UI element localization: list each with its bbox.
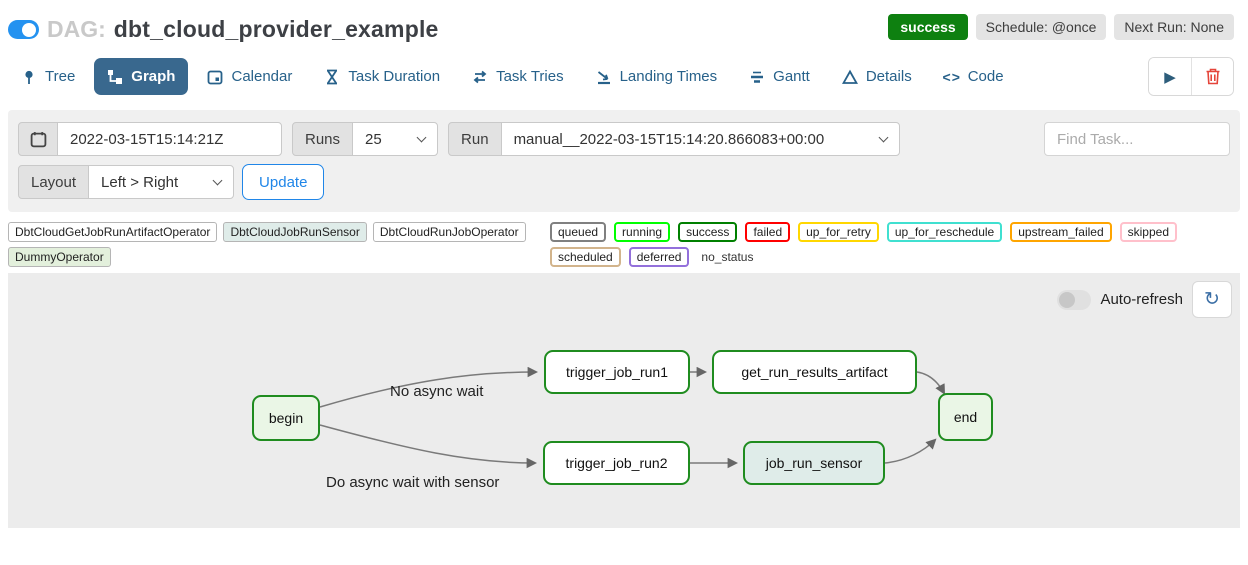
tab-code[interactable]: <> Code	[931, 58, 1017, 95]
find-task-input[interactable]	[1044, 122, 1230, 156]
tree-icon	[21, 69, 37, 85]
status-legend-badge: skipped	[1119, 222, 1177, 242]
status-legend-badge: upstream_failed	[1010, 222, 1112, 242]
layout-select[interactable]: Left > Right	[88, 165, 235, 199]
graph-icon	[107, 69, 123, 85]
status-legend-badge: scheduled	[550, 247, 621, 267]
status-legend-badge: success	[678, 222, 738, 242]
tab-details[interactable]: Details	[829, 58, 925, 95]
tab-label: Tree	[45, 68, 76, 85]
runs-label: Runs	[292, 122, 354, 156]
run-select[interactable]: manual__2022-03-15T15:14:20.866083+00:00	[500, 122, 900, 156]
page-title: dbt_cloud_provider_example	[113, 16, 439, 42]
trigger-dag-button[interactable]: ▶	[1149, 58, 1191, 95]
edge-begin-run1	[319, 366, 539, 408]
tab-label: Gantt	[773, 68, 810, 85]
tab-label: Task Duration	[348, 68, 441, 85]
runs-value: 25	[365, 130, 382, 148]
task-node-trigger-job-run2[interactable]: trigger_job_run2	[543, 441, 690, 485]
refresh-button[interactable]: ↻	[1192, 281, 1232, 318]
task-node-get-run-results-artifact[interactable]: get_run_results_artifact	[712, 350, 917, 394]
chevron-down-icon	[416, 132, 427, 142]
refresh-icon: ↻	[1204, 289, 1220, 310]
toggle-knob	[1059, 291, 1076, 308]
tab-label: Calendar	[231, 68, 293, 85]
tab-landing-times[interactable]: Landing Times	[583, 58, 731, 95]
task-node-end[interactable]: end	[938, 393, 993, 441]
filter-panel: 2022-03-15T15:14:21Z Runs 25 Run manual_…	[8, 110, 1240, 212]
repeat-icon	[472, 69, 488, 85]
legend: DbtCloudGetJobRunArtifactOperator DbtClo…	[8, 222, 1240, 267]
layout-value: Left > Right	[101, 173, 179, 191]
update-button[interactable]: Update	[242, 164, 325, 200]
gantt-icon	[749, 69, 765, 85]
nav-row: Tree Graph Calendar Task Duration Task T…	[0, 49, 1248, 104]
status-legend-badge: up_for_retry	[798, 222, 879, 242]
calendar-icon	[207, 69, 223, 85]
status-legend-badge: running	[614, 222, 671, 242]
delete-dag-button[interactable]	[1191, 58, 1233, 95]
trash-icon	[1206, 68, 1219, 85]
details-icon	[841, 69, 858, 85]
status-legend-badge: failed	[745, 222, 791, 242]
auto-refresh-toggle[interactable]	[1057, 289, 1092, 310]
operator-badge: DummyOperator	[8, 247, 111, 267]
tab-calendar[interactable]: Calendar	[194, 58, 305, 95]
edge-artifact-end	[916, 371, 946, 395]
base-date-input[interactable]: 2022-03-15T15:14:21Z	[57, 122, 282, 156]
status-badge: success	[888, 13, 968, 40]
dag-edges	[319, 366, 946, 469]
tab-graph[interactable]: Graph	[94, 58, 189, 95]
operator-badge: DbtCloudGetJobRunArtifactOperator	[8, 222, 218, 242]
operator-legend: DbtCloudGetJobRunArtifactOperator DbtClo…	[8, 222, 550, 267]
edge-label: Do async wait with sensor	[326, 474, 500, 491]
hourglass-icon	[324, 69, 340, 85]
dag-header: DAG: dbt_cloud_provider_example success …	[0, 0, 1248, 49]
tab-task-duration[interactable]: Task Duration	[311, 58, 453, 95]
tab-task-tries[interactable]: Task Tries	[459, 58, 577, 95]
tab-label: Task Tries	[496, 68, 564, 85]
plane-landing-icon	[596, 69, 612, 85]
dag-action-buttons: ▶	[1148, 57, 1234, 96]
tab-tree[interactable]: Tree	[8, 58, 88, 95]
chevron-down-icon	[878, 132, 889, 142]
tab-label: Landing Times	[619, 68, 718, 85]
operator-badge: DbtCloudRunJobOperator	[372, 222, 526, 242]
play-icon: ▶	[1164, 68, 1176, 86]
auto-refresh-control: Auto-refresh ↻	[1057, 281, 1232, 318]
status-legend: queued running success failed up_for_ret…	[550, 222, 1240, 267]
schedule-badge: Schedule: @once	[975, 13, 1107, 40]
dag-pause-toggle[interactable]	[8, 20, 39, 39]
run-label: Run	[448, 122, 502, 156]
status-legend-badge: queued	[550, 222, 607, 242]
chevron-down-icon	[212, 175, 223, 185]
edge-sensor-end	[884, 438, 937, 464]
run-value: manual__2022-03-15T15:14:20.866083+00:00	[513, 130, 825, 148]
tab-label: Graph	[131, 68, 176, 85]
edge-begin-run2	[319, 424, 538, 469]
operator-badge: DbtCloudJobRunSensor	[223, 222, 367, 242]
code-icon: <>	[942, 68, 961, 85]
base-date-calendar-button[interactable]	[18, 122, 58, 156]
next-run-badge: Next Run: None	[1114, 13, 1234, 40]
task-node-job-run-sensor[interactable]: job_run_sensor	[743, 441, 885, 485]
status-legend-badge: deferred	[628, 247, 690, 267]
view-tabs: Tree Graph Calendar Task Duration Task T…	[8, 58, 1017, 95]
edge-label: No async wait	[390, 383, 484, 400]
toggle-knob	[22, 22, 36, 37]
tab-label: Code	[967, 68, 1004, 85]
status-legend-badge: up_for_reschedule	[886, 222, 1003, 242]
tab-label: Details	[865, 68, 912, 85]
calendar-icon	[30, 131, 46, 147]
dag-prefix-label: DAG:	[47, 16, 106, 42]
task-node-begin[interactable]: begin	[252, 395, 320, 441]
no-status-label: no_status	[701, 250, 754, 264]
task-node-trigger-job-run1[interactable]: trigger_job_run1	[544, 350, 690, 394]
layout-label: Layout	[18, 165, 90, 199]
auto-refresh-label: Auto-refresh	[1100, 291, 1183, 308]
tab-gantt[interactable]: Gantt	[736, 58, 823, 95]
runs-select[interactable]: 25	[352, 122, 439, 156]
dag-graph-panel: Auto-refresh ↻ No async wait Do async wa…	[8, 273, 1240, 528]
